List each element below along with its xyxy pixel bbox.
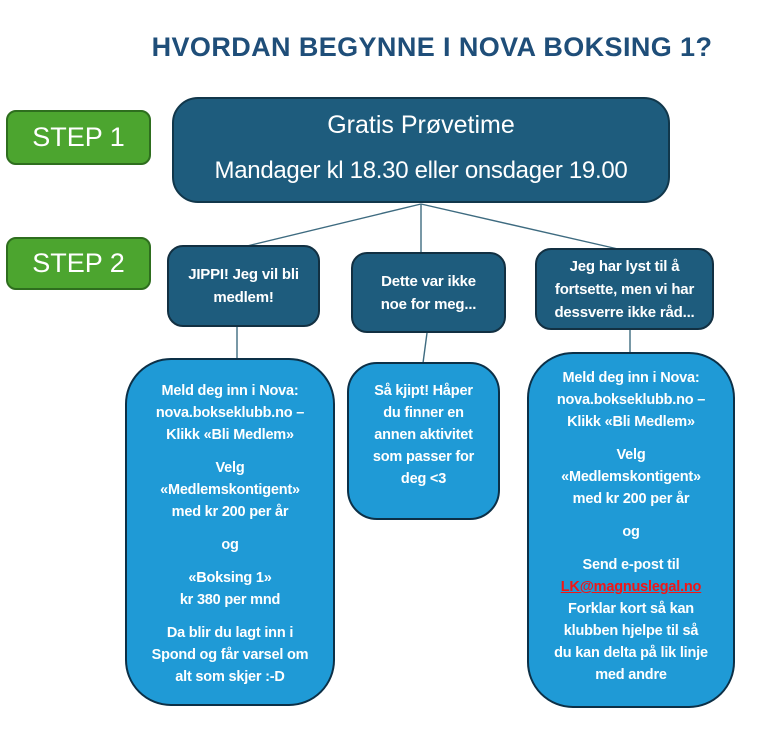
- text-line: Meld deg inn i Nova:: [161, 383, 299, 399]
- text-line: nova.bokseklubb.no –: [155, 405, 305, 421]
- detail-box-join: Meld deg inn i Nova: nova.bokseklubb.no …: [125, 358, 335, 706]
- text-line: «Boksing 1»: [188, 570, 272, 586]
- choice-support-line: fortsette, men vi har: [554, 280, 695, 298]
- text-line: med andre: [595, 667, 667, 683]
- text-line: Send e-post til: [582, 557, 680, 573]
- text-line: du finner en: [383, 405, 464, 421]
- trial-title: Gratis Prøvetime: [327, 111, 515, 139]
- text-line: klubben hjelpe til så: [563, 623, 699, 639]
- text-line: alt som skjer :-D: [175, 669, 285, 685]
- trial-schedule: Mandager kl 18.30 eller onsdager 19.00: [214, 157, 628, 184]
- step-1-label: STEP 1: [32, 122, 125, 152]
- support-and-paragraph: og: [529, 521, 733, 543]
- text-line: «Medlemskontigent»: [160, 482, 300, 498]
- join-spond-paragraph: Da blir du lagt inn i Spond og får varse…: [127, 622, 333, 688]
- text-line: du kan delta på lik linje: [554, 645, 708, 661]
- choice-box-join: JIPPI! Jeg vil bli medlem!: [167, 245, 320, 327]
- choice-join-line: medlem!: [213, 289, 274, 306]
- step-2-badge: STEP 2: [6, 237, 151, 290]
- choice-support-line: dessverre ikke råd...: [554, 303, 695, 321]
- text-line: og: [622, 524, 640, 540]
- detail-box-decline: Så kjipt! Håper du finner en annen aktiv…: [347, 362, 500, 520]
- support-signup-paragraph: Meld deg inn i Nova: nova.bokseklubb.no …: [529, 367, 733, 433]
- email-link[interactable]: LK@magnuslegal.no: [560, 579, 702, 595]
- text-line: annen aktivitet: [374, 427, 473, 443]
- join-boxing-paragraph: «Boksing 1» kr 380 per mnd: [127, 567, 333, 611]
- text-line: nova.bokseklubb.no –: [556, 392, 706, 408]
- text-line: Da blir du lagt inn i: [166, 625, 294, 641]
- text-line: som passer for: [372, 449, 475, 465]
- choice-box-decline: Dette var ikke noe for meg...: [351, 252, 506, 333]
- join-and-paragraph: og: [127, 534, 333, 556]
- choice-join-line: JIPPI! Jeg vil bli: [188, 266, 299, 283]
- text-line: Meld deg inn i Nova:: [562, 370, 700, 386]
- choice-box-support: Jeg har lyst til å fortsette, men vi har…: [535, 248, 714, 330]
- text-line: Så kjipt! Håper: [374, 383, 473, 399]
- text-line: kr 380 per mnd: [179, 592, 281, 608]
- choice-support-line: Jeg har lyst til å: [569, 257, 680, 275]
- step-2-label: STEP 2: [32, 248, 125, 278]
- detail-box-support: Meld deg inn i Nova: nova.bokseklubb.no …: [527, 352, 735, 708]
- page-title: HVORDAN BEGYNNE I NOVA BOKSING 1?: [151, 32, 713, 62]
- text-line: Spond og får varsel om: [151, 647, 309, 663]
- trial-session-box: Gratis Prøvetime Mandager kl 18.30 eller…: [172, 97, 670, 203]
- choice-decline-line: Dette var ikke: [381, 272, 476, 290]
- text-line: Klikk «Bli Medlem»: [166, 427, 294, 443]
- text-line: og: [221, 537, 239, 553]
- join-membership-paragraph: Velg «Medlemskontigent» med kr 200 per å…: [127, 457, 333, 523]
- join-signup-paragraph: Meld deg inn i Nova: nova.bokseklubb.no …: [127, 380, 333, 446]
- text-line: med kr 200 per år: [572, 491, 690, 507]
- choice-decline-line: noe for meg...: [380, 295, 477, 313]
- step-1-badge: STEP 1: [6, 110, 151, 165]
- support-membership-paragraph: Velg «Medlemskontigent» med kr 200 per å…: [529, 444, 733, 510]
- text-line: Velg: [215, 460, 245, 476]
- text-line: Forklar kort så kan: [568, 601, 694, 617]
- support-email-paragraph: Send e-post til LK@magnuslegal.no Forkla…: [529, 554, 733, 686]
- text-line: med kr 200 per år: [171, 504, 289, 520]
- text-line: Klikk «Bli Medlem»: [567, 414, 695, 430]
- text-line: Velg: [616, 447, 646, 463]
- text-line: deg <3: [400, 471, 447, 487]
- text-line: «Medlemskontigent»: [561, 469, 701, 485]
